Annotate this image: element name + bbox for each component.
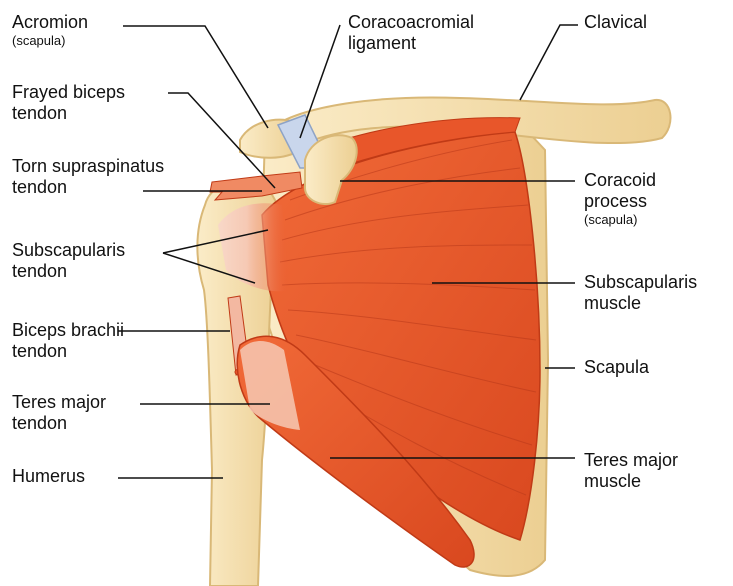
leader-clavical (520, 25, 578, 100)
label-biceps-line1: Biceps brachii (12, 320, 124, 341)
label-frayed-line2: tendon (12, 103, 125, 124)
label-humerus-text: Humerus (12, 466, 85, 487)
label-subscap-tendon-line1: Subscapularis (12, 240, 125, 261)
leader-acromion (123, 26, 268, 128)
label-scapula: Scapula (584, 357, 649, 378)
label-teres-tendon-line1: Teres major (12, 392, 106, 413)
label-subscap-tendon: Subscapularis tendon (12, 240, 125, 282)
label-coracoid-line2: process (584, 191, 656, 212)
label-subscap-muscle: Subscapularis muscle (584, 272, 697, 314)
label-acromion: Acromion (scapula) (12, 12, 88, 49)
label-coracoid-sub: (scapula) (584, 212, 656, 228)
label-frayed-line1: Frayed biceps (12, 82, 125, 103)
label-coracoacromial: Coracoacromial ligament (348, 12, 474, 54)
label-scapula-text: Scapula (584, 357, 649, 378)
label-coracoid: Coracoid process (scapula) (584, 170, 656, 228)
label-teres-tendon: Teres major tendon (12, 392, 106, 434)
label-teres-tendon-line2: tendon (12, 413, 106, 434)
label-coracoacromial-line2: ligament (348, 33, 474, 54)
label-biceps-brachii: Biceps brachii tendon (12, 320, 124, 362)
label-teres-muscle: Teres major muscle (584, 450, 678, 492)
label-clavical: Clavical (584, 12, 647, 33)
label-humerus: Humerus (12, 466, 85, 487)
label-acromion-text: Acromion (12, 12, 88, 33)
label-coracoacromial-line1: Coracoacromial (348, 12, 474, 33)
label-biceps-line2: tendon (12, 341, 124, 362)
label-subscap-muscle-line2: muscle (584, 293, 697, 314)
label-teres-muscle-line1: Teres major (584, 450, 678, 471)
label-frayed-biceps: Frayed biceps tendon (12, 82, 125, 124)
label-coracoid-line1: Coracoid (584, 170, 656, 191)
label-torn-supraspinatus: Torn supraspinatus tendon (12, 156, 164, 198)
label-torn-line2: tendon (12, 177, 164, 198)
label-torn-line1: Torn supraspinatus (12, 156, 164, 177)
label-teres-muscle-line2: muscle (584, 471, 678, 492)
label-clavical-text: Clavical (584, 12, 647, 33)
label-acromion-sub: (scapula) (12, 33, 88, 49)
label-subscap-tendon-line2: tendon (12, 261, 125, 282)
label-subscap-muscle-line1: Subscapularis (584, 272, 697, 293)
